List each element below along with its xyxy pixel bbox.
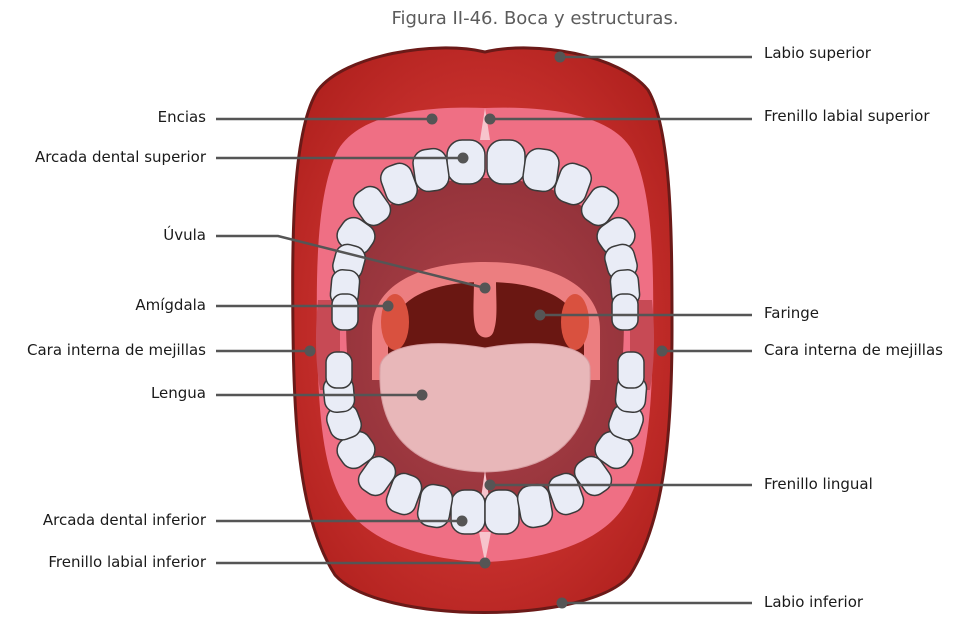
leader-dot-14 [557,598,568,609]
leader-dot-9 [657,346,668,357]
lower-tooth-1 [451,490,485,534]
label-labio-inferior: Labio inferior [764,593,863,611]
label-frenillo-labial-inferior: Frenillo labial inferior [48,553,206,571]
upper-tooth-16 [612,294,638,330]
label-faringe: Faringe [764,304,819,322]
label-uvula: Úvula [163,226,206,244]
tonsil-right [561,294,589,350]
label-labio-superior: Labio superior [764,44,871,62]
label-frenillo-labial-superior: Frenillo labial superior [764,107,929,125]
label-cara-interna-mejillas-right: Cara interna de mejillas [764,341,943,359]
upper-tooth-15 [332,294,358,330]
leader-dot-3 [485,114,496,125]
leader-dot-12 [457,516,468,527]
leader-dot-1 [555,52,566,63]
lower-tooth-16 [618,352,644,388]
leader-dot-11 [485,480,496,491]
label-frenillo-lingual: Frenillo lingual [764,475,873,493]
label-lengua: Lengua [151,384,206,402]
label-arcada-dental-superior: Arcada dental superior [35,148,206,166]
leader-dot-13 [480,558,491,569]
leader-dot-2 [427,114,438,125]
lower-tooth-2 [485,490,519,534]
label-amigdala: Amígdala [135,296,206,314]
label-cara-interna-mejillas-left: Cara interna de mejillas [27,341,206,359]
leader-dot-6 [383,301,394,312]
leader-dot-5 [480,283,491,294]
leader-dot-10 [417,390,428,401]
upper-tooth-2 [487,140,525,184]
lower-tooth-15 [326,352,352,388]
leader-dot-4 [458,153,469,164]
leader-dot-8 [305,346,316,357]
label-encias: Encias [158,108,206,126]
leader-dot-7 [535,310,546,321]
label-arcada-dental-inferior: Arcada dental inferior [43,511,206,529]
